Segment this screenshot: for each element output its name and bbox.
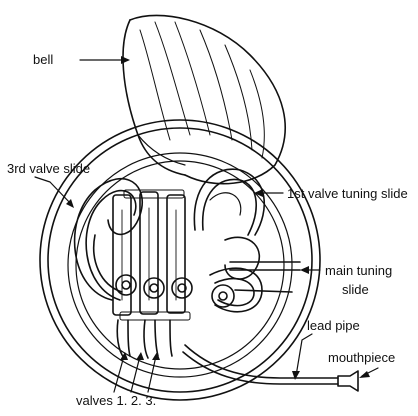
label-bell: bell — [33, 52, 53, 67]
valve-casings — [113, 190, 190, 320]
valve-2-leader — [131, 356, 140, 392]
label-main-tuning-slide-line1: main tuning — [325, 263, 392, 278]
label-mouthpiece: mouthpiece — [328, 350, 395, 365]
right-loops — [210, 237, 262, 311]
label-third-valve-slide: 3rd valve slide — [7, 161, 90, 176]
label-valves: valves 1. 2. 3. — [76, 393, 156, 408]
lead-pipe-leader — [296, 334, 312, 376]
label-main-tuning-slide-line2: slide — [342, 282, 369, 297]
label-lead-pipe: lead pipe — [307, 318, 360, 333]
leader-lines — [35, 60, 378, 392]
third-valve-slide-shape — [75, 179, 143, 300]
mouthpiece-shape — [338, 371, 358, 391]
valve-keys — [117, 320, 172, 358]
valve-caps — [116, 275, 234, 307]
label-first-valve-tuning-slide: 1st valve tuning slide — [287, 186, 408, 201]
